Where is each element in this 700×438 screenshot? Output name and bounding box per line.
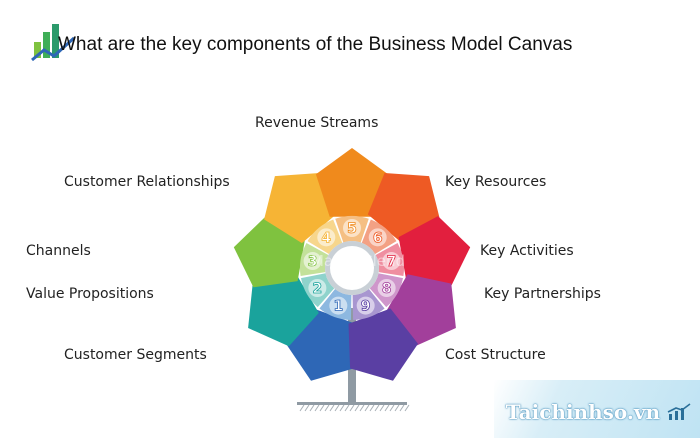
- label-value-propositions: Value Propositions: [26, 286, 154, 302]
- number-label-5: 5: [347, 221, 357, 237]
- label-channels: Channels: [26, 243, 91, 259]
- number-badge-1: [329, 296, 348, 315]
- center-watermark: MasterClend: [311, 252, 405, 270]
- label-key-activities: Key Activities: [480, 243, 574, 259]
- rising-chart-icon: [667, 403, 691, 420]
- number-badge-7: [382, 252, 401, 271]
- number-label-9: 9: [361, 299, 371, 315]
- number-badge-6: [368, 228, 387, 247]
- petal-9: [348, 308, 418, 381]
- number-label-1: 1: [333, 299, 343, 315]
- brand-banner: [494, 380, 700, 438]
- number-label-7: 7: [387, 254, 397, 270]
- number-label-2: 2: [312, 281, 322, 297]
- number-badge-2: [308, 279, 327, 297]
- label-customer-segments: Customer Segments: [64, 347, 207, 363]
- number-badge-4: [317, 228, 336, 247]
- number-badge-5: [343, 219, 361, 237]
- number-label-3: 3: [308, 254, 318, 270]
- number-badge-3: [303, 252, 322, 271]
- number-badge-8: [377, 279, 396, 297]
- number-label-6: 6: [373, 230, 383, 246]
- number-label-4: 4: [321, 230, 331, 246]
- number-badge-9: [356, 296, 375, 315]
- petal-2: [248, 274, 319, 347]
- petal-7: [398, 216, 471, 288]
- petal-4: [264, 173, 337, 244]
- brand-text: Taichinhso.vn: [505, 400, 660, 424]
- label-key-partnerships: Key Partnerships: [484, 286, 601, 302]
- label-revenue-streams: Revenue Streams: [255, 115, 379, 131]
- petal-5: [315, 148, 389, 217]
- page-title: What are the key components of the Busin…: [58, 34, 573, 55]
- flower-base-hatch: [299, 404, 410, 412]
- bar-chart-logo-icon: [31, 24, 76, 62]
- label-key-resources: Key Resources: [445, 174, 547, 190]
- number-label-8: 8: [382, 281, 392, 297]
- flower-base: [297, 402, 407, 405]
- label-cost-structure: Cost Structure: [445, 347, 546, 363]
- hub-center: [330, 246, 374, 290]
- label-customer-relationships: Customer Relationships: [64, 174, 230, 190]
